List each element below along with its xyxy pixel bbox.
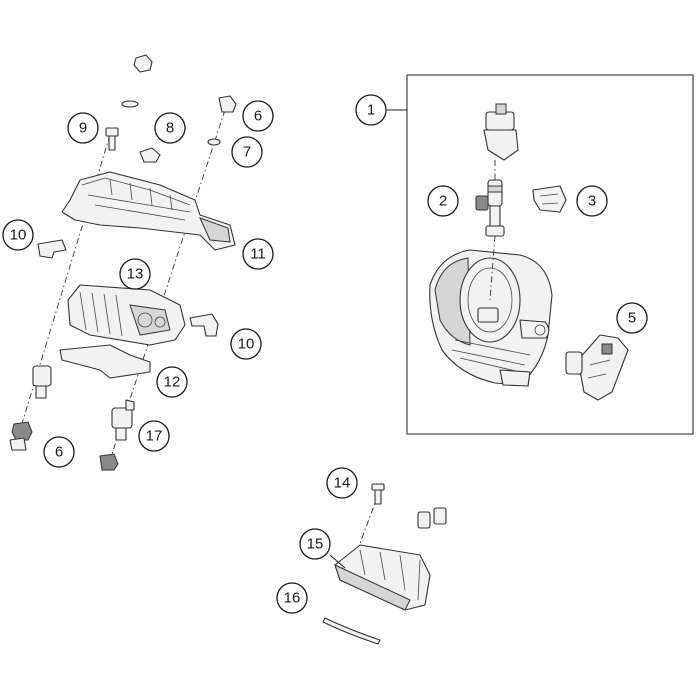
callout-15: 15 bbox=[299, 528, 331, 560]
throttle-body-part bbox=[429, 249, 553, 387]
callout-14-label: 14 bbox=[334, 475, 351, 492]
washer-7 bbox=[207, 138, 221, 146]
callout-9-label: 9 bbox=[79, 120, 87, 137]
callout-17: 17 bbox=[138, 420, 170, 452]
assembly-frame bbox=[406, 74, 694, 435]
injector-part bbox=[475, 103, 519, 301]
nut-6-bottom-left bbox=[9, 421, 33, 451]
callout-8: 8 bbox=[154, 112, 186, 144]
callout-2: 2 bbox=[427, 185, 459, 217]
bracket-10-right bbox=[189, 313, 219, 337]
plate-part bbox=[59, 344, 151, 379]
bolt-9 bbox=[105, 127, 119, 151]
callout-10-right: 10 bbox=[230, 328, 262, 360]
gasket-16 bbox=[322, 617, 381, 645]
callout-17-label: 17 bbox=[146, 428, 163, 445]
screw-pair bbox=[417, 507, 447, 529]
callout-12-label: 12 bbox=[164, 374, 181, 391]
valve-module-part bbox=[67, 284, 186, 346]
damper-17 bbox=[111, 399, 135, 441]
damper-left bbox=[32, 365, 52, 399]
callout-5: 5 bbox=[616, 302, 648, 334]
callout-9: 9 bbox=[67, 112, 99, 144]
upper-housing-part bbox=[61, 171, 236, 251]
nut-6-top bbox=[218, 95, 237, 113]
callout-6-bottom: 6 bbox=[43, 436, 75, 468]
callout-1: 1 bbox=[355, 94, 387, 126]
callout-10-left: 10 bbox=[2, 219, 34, 251]
callout-15-label: 15 bbox=[307, 536, 324, 553]
callout-2-label: 2 bbox=[439, 193, 447, 210]
callout-3-label: 3 bbox=[588, 193, 596, 210]
callout-8-label: 8 bbox=[166, 120, 174, 137]
callout-11-label: 11 bbox=[250, 246, 266, 263]
callout-16: 16 bbox=[276, 582, 308, 614]
bracket-10-left bbox=[37, 239, 67, 259]
callout-10-left-label: 10 bbox=[10, 227, 27, 244]
callout-11: 11 bbox=[242, 238, 274, 270]
callout-13-label: 13 bbox=[127, 266, 144, 283]
callout-12: 12 bbox=[156, 366, 188, 398]
callout-5-label: 5 bbox=[628, 310, 636, 327]
callout-7-label: 7 bbox=[243, 144, 251, 161]
cover-part bbox=[334, 544, 431, 611]
small-nut-top bbox=[133, 54, 153, 73]
leader-line-15 bbox=[329, 554, 346, 569]
callout-6-top-label: 6 bbox=[254, 108, 262, 125]
sensor-part bbox=[565, 334, 629, 401]
washer-top bbox=[121, 100, 139, 108]
axis-line-bottom bbox=[351, 494, 379, 566]
callout-16-label: 16 bbox=[284, 590, 301, 607]
callout-7: 7 bbox=[231, 136, 263, 168]
callout-1-label: 1 bbox=[367, 102, 375, 119]
clip-part bbox=[532, 185, 567, 213]
callout-10-right-label: 10 bbox=[238, 336, 255, 353]
callout-6-bottom-label: 6 bbox=[55, 444, 63, 461]
callout-14: 14 bbox=[326, 467, 358, 499]
nut-6-bottom-right bbox=[99, 453, 119, 471]
callout-6-top: 6 bbox=[242, 100, 274, 132]
screw-14 bbox=[371, 483, 385, 505]
callout-3: 3 bbox=[576, 185, 608, 217]
callout-13: 13 bbox=[119, 258, 151, 290]
grommet-8 bbox=[139, 147, 161, 163]
